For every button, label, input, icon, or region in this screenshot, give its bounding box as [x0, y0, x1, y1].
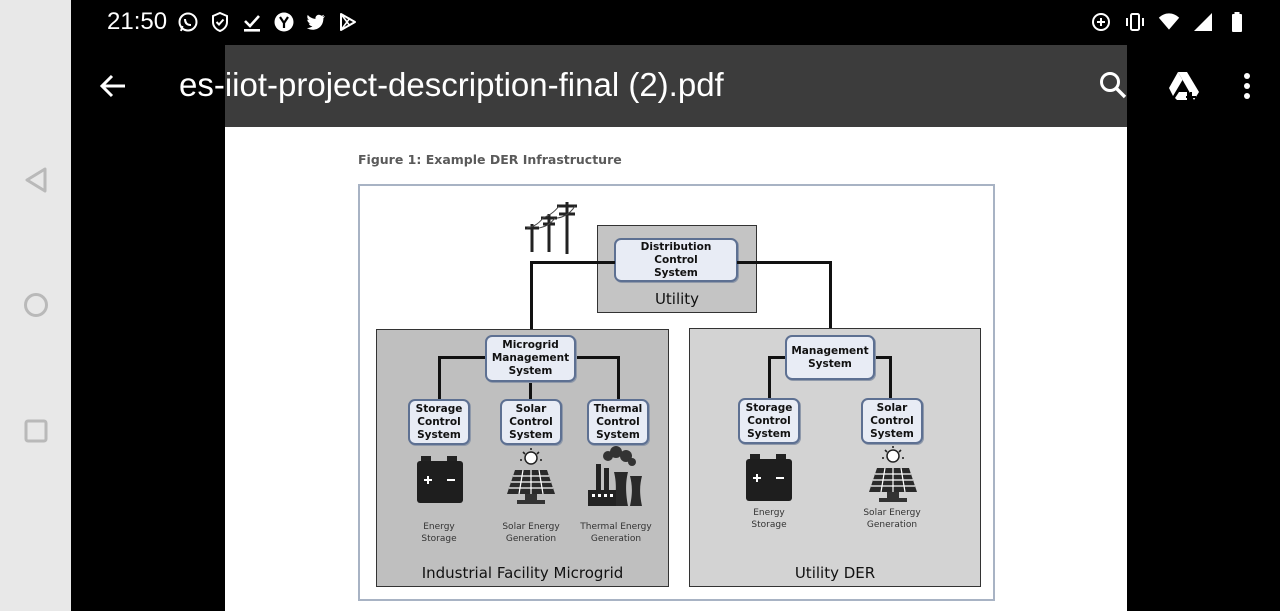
status-clock: 21:50: [107, 8, 168, 35]
back-button[interactable]: [96, 68, 130, 104]
microgrid-solar-control-node: Solar Control System: [500, 399, 562, 445]
thermal-plant-icon: [586, 446, 648, 512]
yandex-icon: [273, 10, 295, 34]
solar-panel-icon: [863, 446, 923, 510]
search-button[interactable]: [1094, 66, 1132, 104]
pdf-page[interactable]: Figure 1: Example DER Infrastructure Uti…: [225, 127, 1127, 611]
utility-der-solar-control-node: Solar Control System: [861, 398, 923, 444]
utility-der-region-label: Utility DER: [794, 564, 876, 582]
signal-icon: [1192, 10, 1214, 34]
connector-line: [438, 356, 441, 401]
system-nav-rail: [0, 0, 71, 611]
microgrid-management-system-node: Microgrid Management System: [485, 335, 576, 382]
nav-home-button[interactable]: [0, 275, 71, 335]
connector-line: [829, 261, 832, 334]
battery-icon: [744, 452, 794, 508]
microgrid-thermal-caption: Thermal Energy Generation: [580, 522, 652, 544]
connector-line: [737, 261, 832, 264]
solar-panel-icon: [501, 448, 561, 512]
wifi-icon: [1158, 10, 1180, 34]
search-icon: [1100, 72, 1127, 99]
back-arrow-icon: [99, 74, 125, 98]
shield-check-icon: [209, 10, 231, 34]
connector-line: [617, 356, 620, 401]
connector-line: [768, 356, 771, 401]
nav-recents-button[interactable]: [0, 401, 71, 461]
whatsapp-icon: [177, 10, 199, 34]
utility-der-storage-caption: Energy Storage: [751, 508, 787, 530]
nav-back-button[interactable]: [0, 150, 71, 210]
microgrid-solar-caption: Solar Energy Generation: [502, 522, 560, 544]
twitter-icon: [305, 10, 327, 34]
document-title: es-iiot-project-description-final (2).pd…: [179, 66, 724, 103]
status-bar: 21:50: [71, 0, 1280, 45]
microgrid-region-label: Industrial Facility Microgrid: [421, 564, 624, 582]
power-lines-icon: [515, 196, 585, 260]
microgrid-storage-control-node: Storage Control System: [408, 399, 470, 445]
download-done-icon: [241, 10, 263, 34]
connector-line: [530, 261, 615, 264]
nav-back-icon: [25, 167, 46, 193]
play-store-icon: [337, 10, 359, 34]
utility-region-label: Utility: [654, 290, 700, 308]
more-vert-icon: [1244, 73, 1250, 99]
distribution-control-system-node: Distribution Control System: [614, 238, 738, 282]
connector-line: [889, 356, 892, 401]
app-toolbar-title-area: [225, 45, 1127, 127]
utility-der-storage-control-node: Storage Control System: [738, 398, 800, 444]
nav-recents-icon: [24, 419, 47, 443]
microgrid-storage-caption: Energy Storage: [421, 522, 457, 544]
vibrate-icon: [1124, 10, 1146, 34]
data-saver-icon: [1090, 10, 1112, 34]
more-options-button[interactable]: [1232, 66, 1262, 106]
add-to-drive-button[interactable]: [1164, 66, 1204, 106]
battery-icon: [415, 454, 465, 510]
connector-line: [529, 376, 532, 401]
figure-caption: Figure 1: Example DER Infrastructure: [358, 152, 622, 167]
utility-der-solar-caption: Solar Energy Generation: [863, 508, 921, 530]
battery-icon: [1226, 10, 1248, 34]
google-drive-add-icon: [1169, 72, 1199, 102]
connector-line: [530, 261, 533, 337]
utility-der-management-system-node: Management System: [785, 335, 875, 380]
der-diagram: Utility Distribution Control System Indu…: [358, 184, 995, 601]
microgrid-thermal-control-node: Thermal Control System: [587, 399, 649, 445]
nav-home-icon: [23, 293, 48, 317]
